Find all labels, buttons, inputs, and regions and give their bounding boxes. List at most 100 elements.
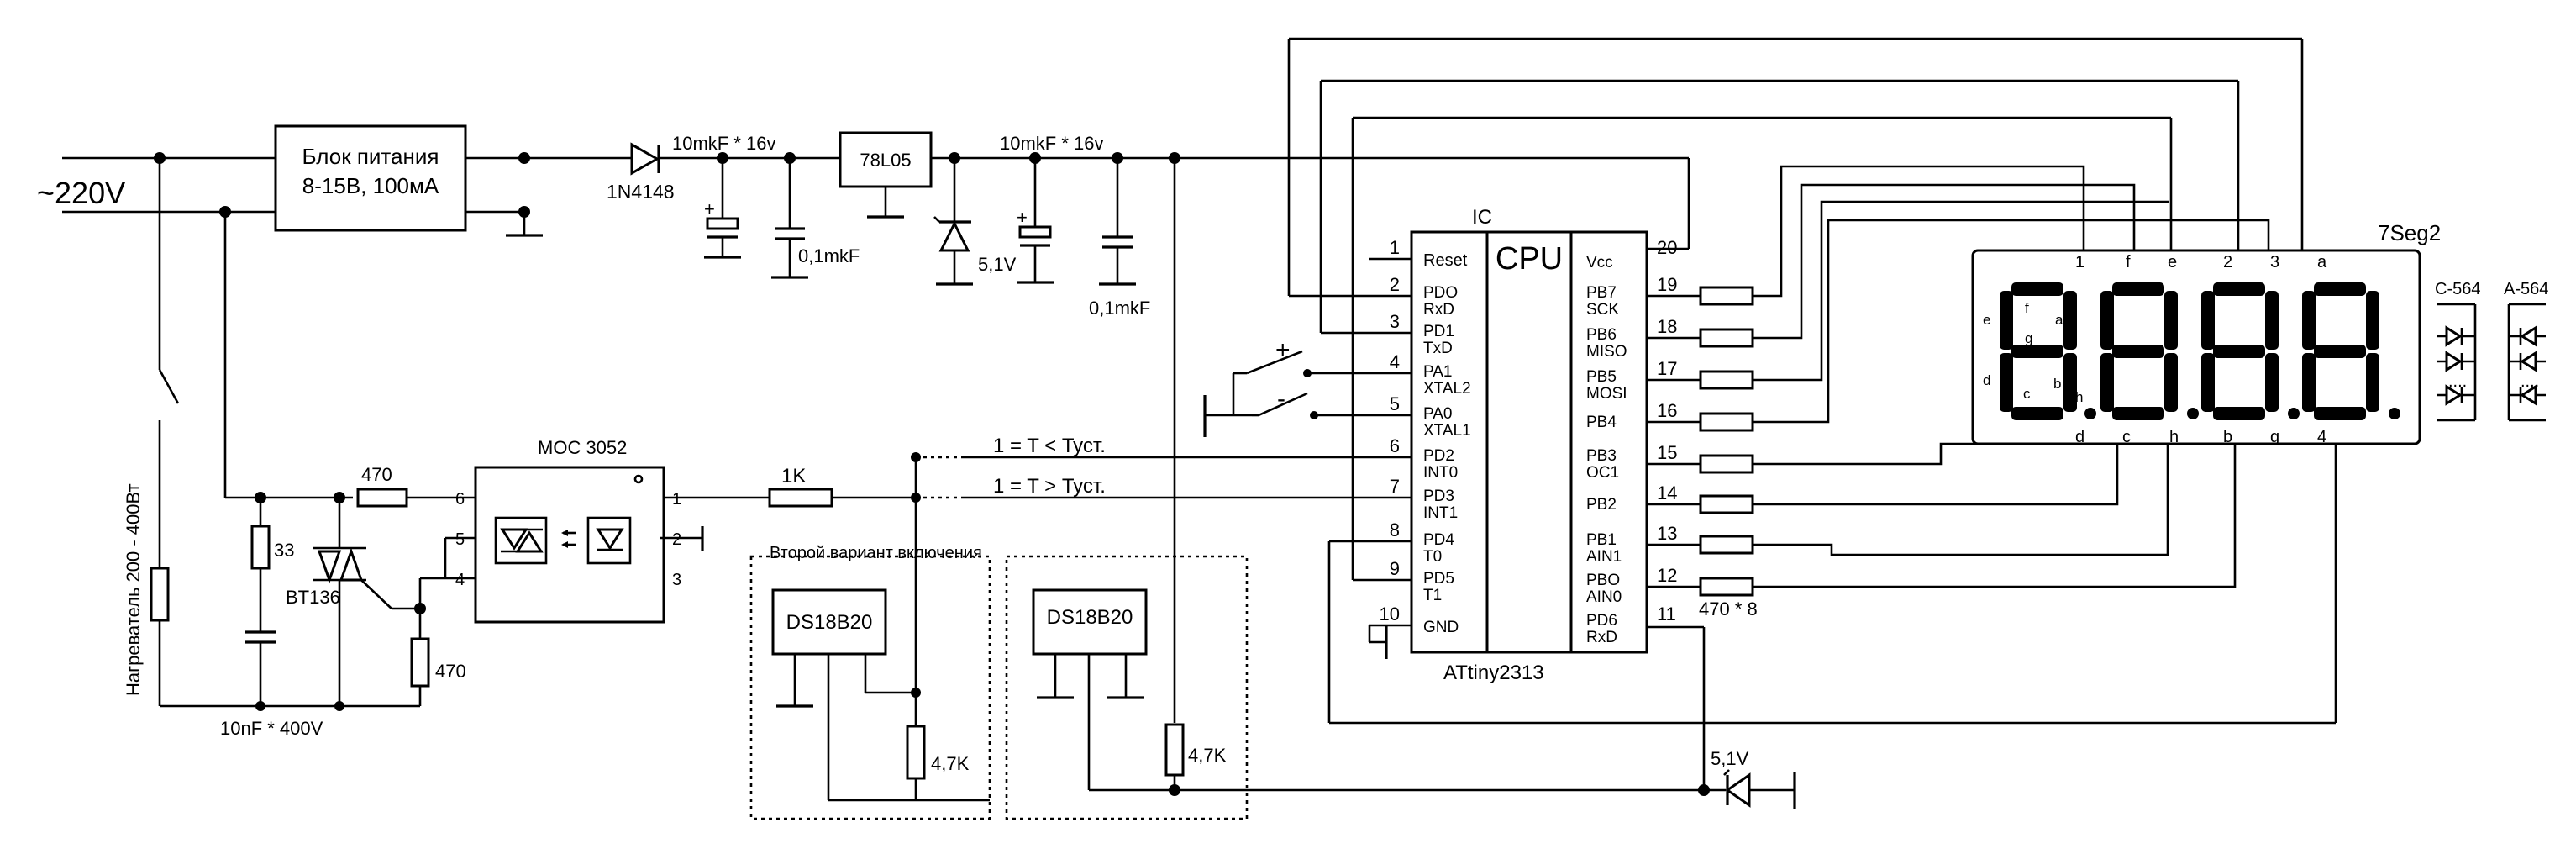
top-wires — [1287, 37, 2304, 335]
cap3-label: 10mkF * 16v — [1000, 133, 1104, 154]
svg-text:7: 7 — [1390, 476, 1400, 497]
svg-text:GND: GND — [1423, 619, 1459, 636]
svg-text:T1: T1 — [1423, 587, 1442, 604]
svg-text:a: a — [2317, 253, 2327, 271]
svg-text:PB7: PB7 — [1586, 284, 1617, 302]
svg-text:....: .... — [2448, 372, 2467, 391]
led-variant2-label: А-564 — [2504, 280, 2548, 298]
cap1-plus: + — [704, 198, 715, 219]
svg-text:1: 1 — [672, 490, 681, 509]
svg-text:PD5: PD5 — [1423, 570, 1454, 588]
left-pin-5: 5 PA0 XTAL1 — [1369, 393, 1471, 440]
cap4-label: 0,1mkF — [1089, 298, 1150, 319]
svg-text:9: 9 — [1390, 558, 1400, 579]
zener1-label: 5,1V — [978, 254, 1017, 275]
svg-text:3: 3 — [672, 571, 681, 589]
digit-4 — [2302, 282, 2400, 420]
svg-text:20: 20 — [1657, 237, 1677, 258]
psu-line2: 8-15В, 100мА — [302, 173, 439, 198]
svg-text:e: e — [1983, 312, 1990, 328]
pullup2-label: 4,7K — [1188, 745, 1227, 766]
vcc-rail — [1173, 158, 1690, 723]
svg-text:19: 19 — [1657, 274, 1677, 295]
resistor-1k-label: 1K — [781, 465, 806, 488]
svg-text:d: d — [1983, 372, 1990, 388]
svg-text:PB5: PB5 — [1586, 368, 1617, 386]
svg-text:2: 2 — [2223, 253, 2232, 271]
svg-text:PBO: PBO — [1586, 572, 1620, 589]
microcontroller: IC CPU ATtiny2313 1 Reset 2 PDO RxD 3 PD… — [1369, 206, 1704, 684]
svg-text:Vcc: Vcc — [1586, 254, 1613, 271]
svg-text:PA1: PA1 — [1423, 363, 1453, 381]
res470-top-label: 470 — [361, 464, 392, 485]
svg-text:AIN1: AIN1 — [1586, 548, 1622, 566]
svg-text:5: 5 — [1390, 393, 1400, 414]
ic-ref: IC — [1472, 206, 1492, 229]
led-c-2 — [2437, 351, 2475, 372]
left-pin-3: 3 PD1 TxD — [1369, 311, 1454, 357]
digit-1 — [2000, 282, 2096, 420]
svg-text:2: 2 — [1390, 274, 1400, 295]
output-capacitor: + — [1017, 158, 1054, 284]
triac-label: BT136 — [286, 587, 340, 608]
right-pin-17: PB5 MOSI 17 — [1586, 358, 1701, 403]
svg-text:PB1: PB1 — [1586, 531, 1617, 549]
resistor-array: 470 * 8 — [1699, 165, 2270, 619]
cpu-label: CPU — [1496, 241, 1563, 277]
svg-text:INT0: INT0 — [1423, 464, 1458, 482]
svg-text:PA0: PA0 — [1423, 405, 1453, 423]
psu-line1: Блок питания — [302, 144, 439, 169]
left-pin-10: 10 GND — [1369, 604, 1459, 636]
left-pin-6: 6 PD2 INT0 — [1369, 435, 1458, 482]
svg-text:XTAL2: XTAL2 — [1423, 380, 1471, 398]
snubber-cap-label: 10nF * 400V — [220, 718, 323, 739]
svg-text:PD2: PD2 — [1423, 447, 1454, 465]
right-pin-15: PB3 OC1 15 — [1586, 442, 1701, 482]
svg-text:4: 4 — [455, 571, 465, 589]
svg-text:PB6: PB6 — [1586, 326, 1617, 344]
svg-text:2: 2 — [672, 530, 681, 549]
svg-text:6: 6 — [1390, 435, 1400, 456]
svg-text:PDO: PDO — [1423, 284, 1458, 302]
heater: Нагреватель 200 - 400Вт — [123, 483, 170, 696]
res-array-label: 470 * 8 — [1699, 598, 1758, 619]
svg-text:PD4: PD4 — [1423, 531, 1454, 549]
left-pin-1: 1 Reset — [1369, 237, 1468, 270]
svg-text:4: 4 — [2317, 428, 2326, 446]
filter-capacitor: 0,1mkF — [771, 152, 860, 279]
right-pin-11: PD6 RxD 11 — [1586, 604, 1704, 646]
sensor1-label: DS18B20 — [786, 611, 873, 634]
svg-text:XTAL1: XTAL1 — [1423, 422, 1471, 440]
right-pin-14: PB2 14 — [1586, 482, 1701, 514]
svg-text:SCK: SCK — [1586, 301, 1619, 319]
svg-text:f: f — [2126, 253, 2131, 271]
variant2-caption: Второй вариант включения — [770, 544, 982, 562]
diode-label: 1N4148 — [607, 181, 675, 203]
left-pin-9: 9 PD5 T1 — [1369, 558, 1454, 604]
cap2-label: 0,1mkF — [798, 245, 860, 266]
display-ref: 7Seg2 — [2378, 220, 2441, 245]
led-variant1-label: С-564 — [2435, 280, 2480, 298]
mains-label: ~220V — [37, 176, 125, 210]
zener-diode-rxd: 5,1V — [1702, 627, 1796, 809]
digit-2 — [2100, 282, 2199, 420]
svg-text:c: c — [2122, 428, 2131, 446]
pullup1-label: 4,7K — [931, 753, 970, 774]
digit-3 — [2201, 282, 2300, 420]
svg-text:h: h — [2169, 428, 2179, 446]
led-a-1 — [2509, 325, 2546, 347]
svg-text:17: 17 — [1657, 358, 1677, 379]
seven-segment-display: 7Seg2 1 f e 2 3 a d c h b g 4 — [1971, 220, 2441, 446]
sensor-variant-2: Второй вариант включения DS18B20 4,7K — [749, 498, 991, 820]
input-capacitor: 10mkF * 16v + — [672, 133, 776, 259]
optocoupler-label: MOC 3052 — [538, 437, 627, 458]
regulator-label: 78L05 — [860, 150, 911, 171]
svg-text:INT1: INT1 — [1423, 504, 1458, 522]
svg-text:g: g — [2025, 330, 2032, 346]
power-input: ~220V — [37, 152, 277, 218]
svg-text:d: d — [2075, 428, 2084, 446]
svg-text:RxD: RxD — [1586, 629, 1617, 646]
rectifier-diode: 1N4148 — [524, 142, 840, 203]
svg-text:MOSI: MOSI — [1586, 385, 1627, 403]
svg-text:MISO: MISO — [1586, 343, 1627, 361]
